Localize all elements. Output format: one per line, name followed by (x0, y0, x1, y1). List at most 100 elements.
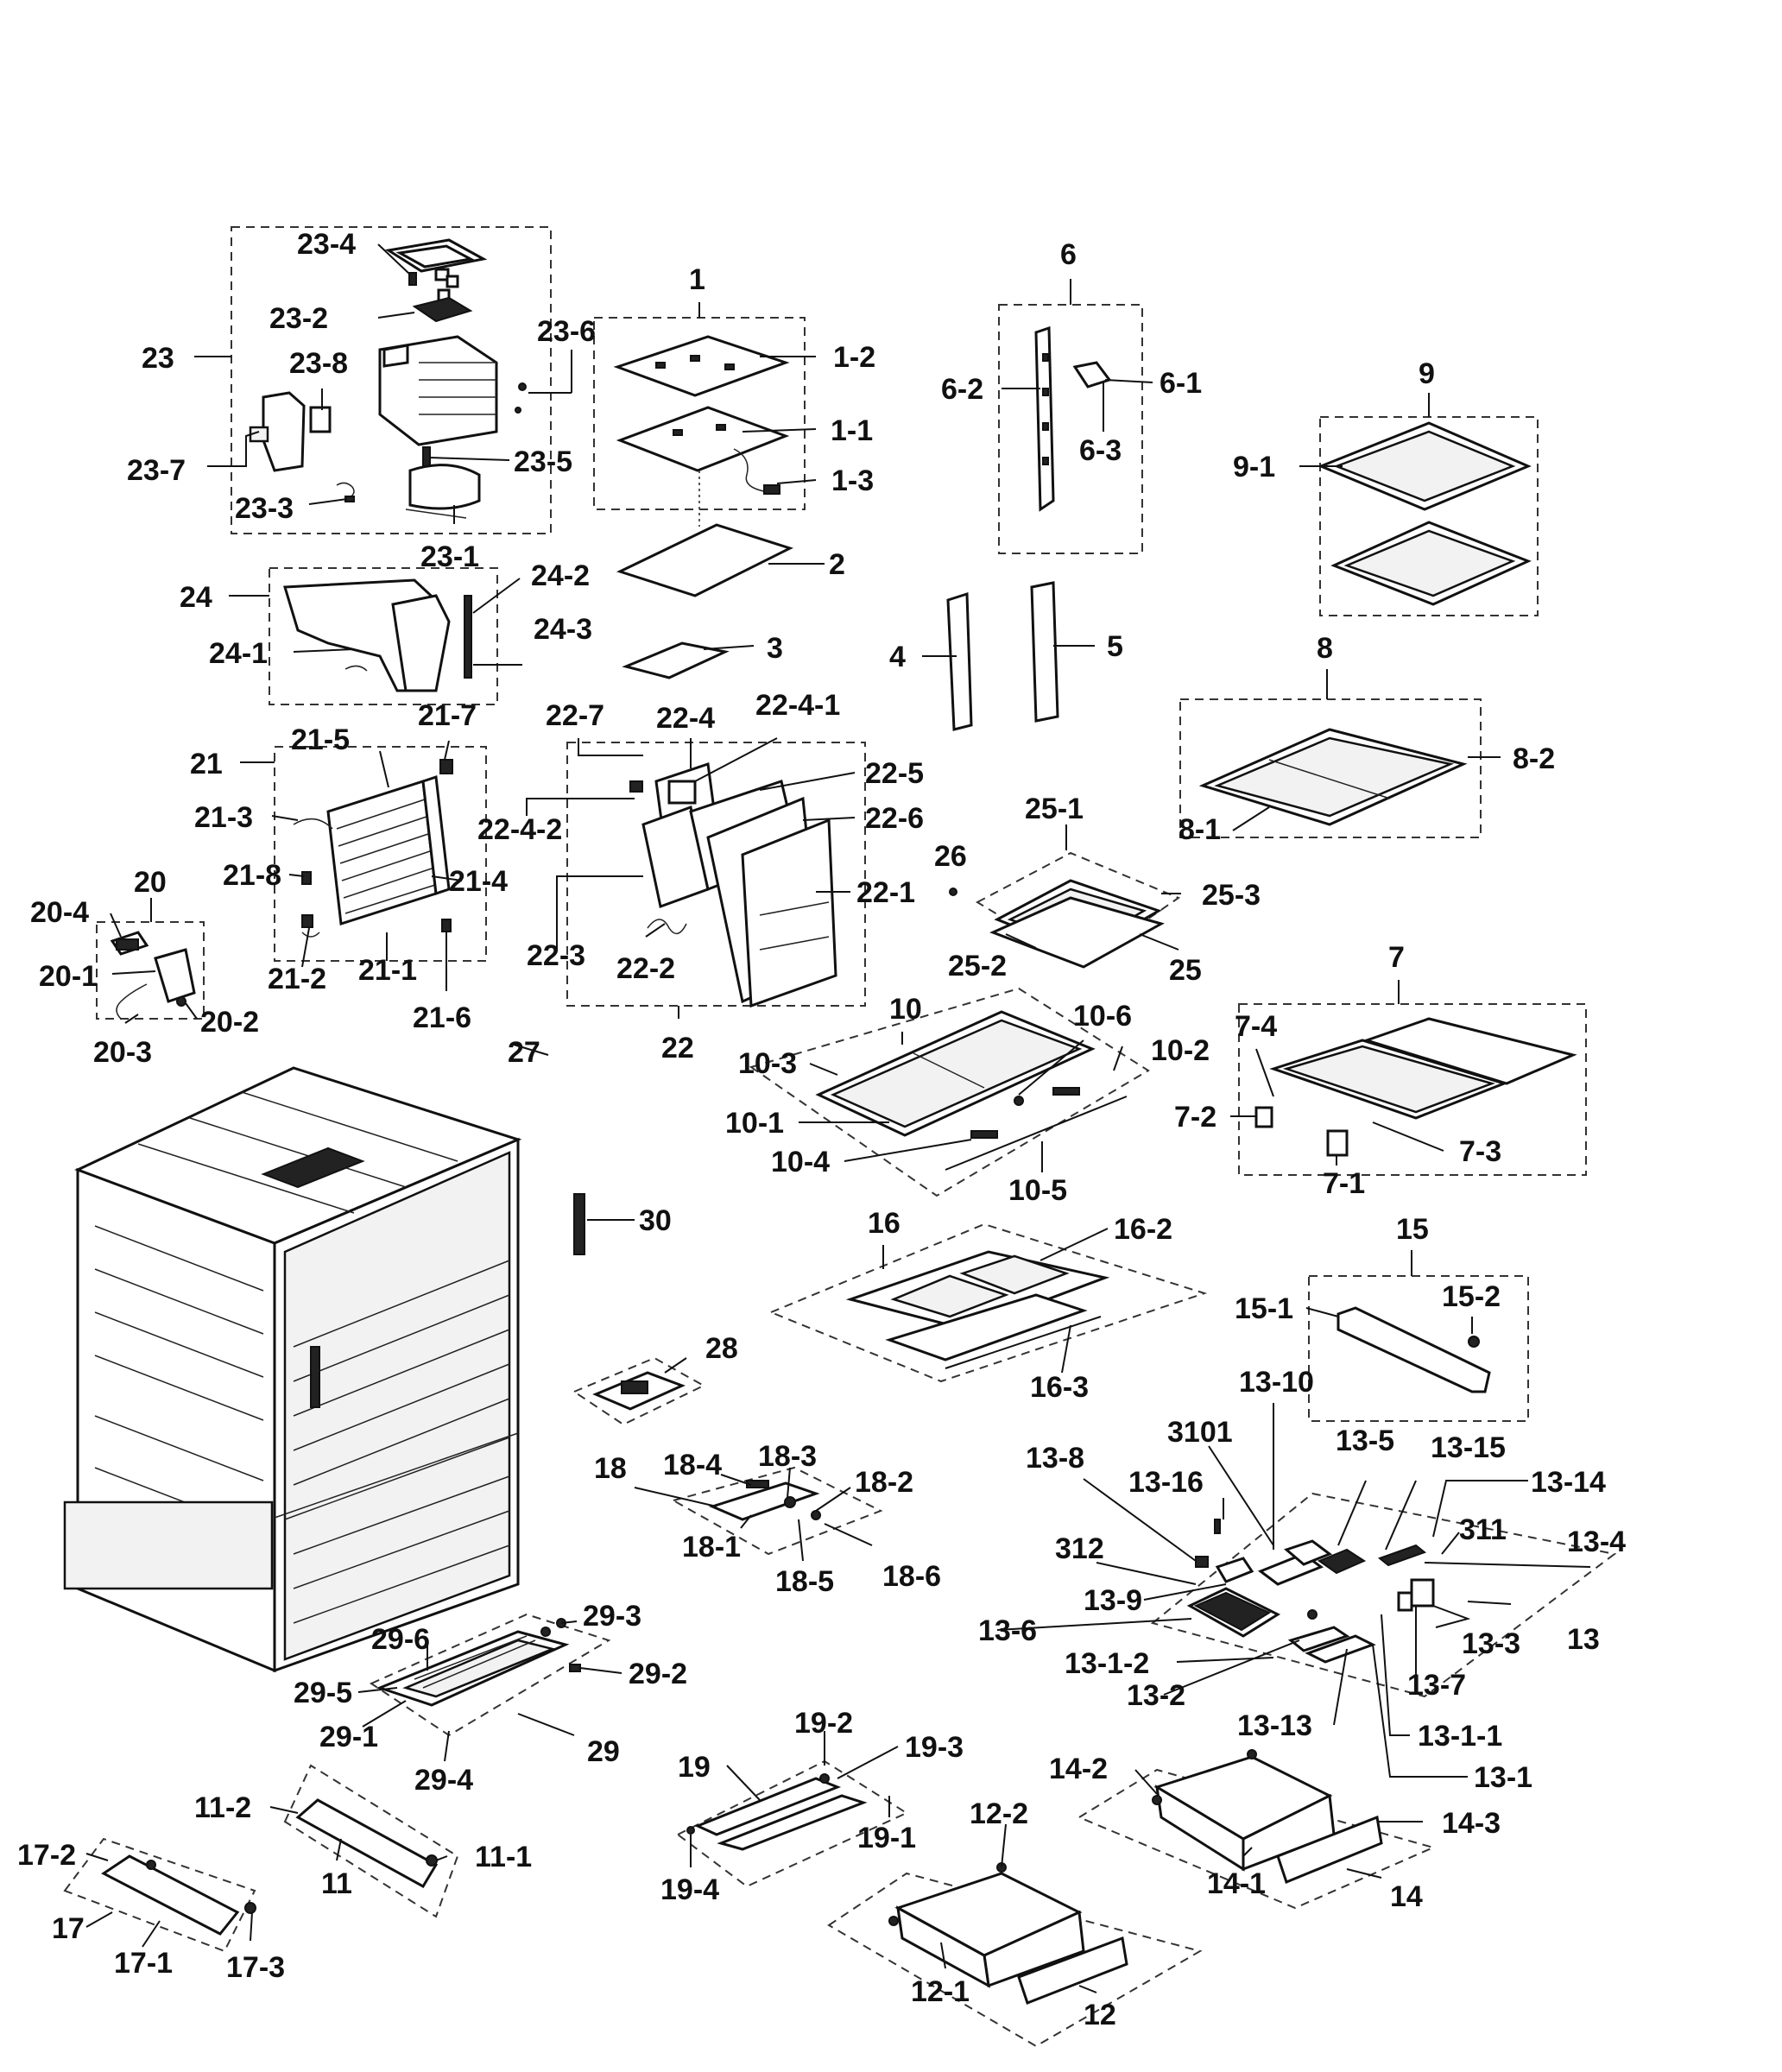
refrigerator-cabinet (63, 1066, 585, 1673)
group-11-box (283, 1764, 459, 1918)
drawer-12 (888, 1862, 1128, 2005)
label-21-1: 21-1 (358, 954, 417, 987)
label-22-3: 22-3 (527, 939, 585, 972)
label-8-2: 8-2 (1513, 742, 1555, 775)
group-24-box (269, 567, 498, 705)
group-7-box (1238, 1003, 1587, 1176)
label-15-2: 15-2 (1442, 1280, 1501, 1313)
label-22-4: 22-4 (656, 702, 715, 735)
label-13-15: 13-15 (1431, 1431, 1506, 1464)
label-1-3: 1-3 (831, 464, 874, 497)
label-11: 11 (321, 1867, 352, 1900)
group-23-box (231, 226, 552, 534)
label-10: 10 (889, 993, 922, 1026)
label-18-1: 18-1 (682, 1531, 741, 1563)
group-29-box (369, 1613, 611, 1737)
label-13-9: 13-9 (1084, 1584, 1142, 1617)
label-5: 5 (1107, 630, 1123, 663)
cover-17 (101, 1854, 256, 1936)
label-13-3: 13-3 (1462, 1627, 1520, 1660)
label-10-6: 10-6 (1073, 1000, 1132, 1033)
label-11-1: 11-1 (475, 1841, 532, 1873)
label-18: 18 (594, 1452, 627, 1485)
label-7-1: 7-1 (1323, 1167, 1365, 1200)
label-22-6: 22-6 (865, 802, 924, 835)
label-19-2: 19-2 (794, 1707, 853, 1740)
label-21-6: 21-6 (413, 1001, 471, 1034)
label-29: 29 (587, 1735, 620, 1768)
label-9: 9 (1419, 357, 1435, 390)
label-22-1: 22-1 (856, 876, 915, 909)
label-16-3: 16-3 (1030, 1371, 1089, 1404)
label-13-4: 13-4 (1567, 1526, 1626, 1558)
label-10-4: 10-4 (771, 1146, 830, 1178)
cover-16 (845, 1250, 1110, 1369)
label-17-1: 17-1 (114, 1947, 173, 1980)
label-20-3: 20-3 (93, 1036, 152, 1069)
bracket-6 (1034, 325, 1112, 512)
label-7-3: 7-3 (1459, 1135, 1501, 1168)
ice-maker-assembly (249, 238, 527, 519)
label-18-3: 18-3 (758, 1440, 817, 1473)
label-20-2: 20-2 (200, 1006, 259, 1039)
label-22-7: 22-7 (546, 699, 604, 732)
label-9-1: 9-1 (1233, 451, 1275, 483)
label-24-1: 24-1 (209, 637, 268, 670)
evaporator-21 (293, 759, 453, 938)
part-27 (513, 1044, 549, 1056)
label-10-1: 10-1 (725, 1107, 784, 1140)
label-23-4: 23-4 (297, 228, 356, 261)
label-21-8: 21-8 (223, 859, 281, 892)
label-15-1: 15-1 (1235, 1292, 1293, 1325)
label-3101: 3101 (1167, 1416, 1233, 1449)
label-29-5: 29-5 (294, 1677, 352, 1709)
control-assembly-13 (1186, 1519, 1435, 1664)
label-12-2: 12-2 (970, 1797, 1028, 1830)
label-24-3: 24-3 (534, 613, 592, 646)
label-13-14: 13-14 (1531, 1466, 1606, 1499)
group-15-box (1308, 1275, 1529, 1422)
label-15: 15 (1396, 1213, 1429, 1246)
label-29-3: 29-3 (583, 1600, 641, 1633)
label-3: 3 (767, 632, 783, 665)
damper-20 (110, 931, 196, 1020)
group-22-box (566, 742, 866, 1007)
group-12-box (827, 1872, 1203, 2048)
group-19-box (676, 1759, 909, 1888)
group-20-box (96, 921, 205, 1020)
group-25-box (975, 851, 1181, 967)
guide-4 (946, 591, 973, 731)
label-22-5: 22-5 (865, 757, 924, 790)
leader-lines (85, 243, 1591, 1993)
label-13-1-1: 13-1-1 (1418, 1720, 1502, 1753)
shelf-8 (1198, 728, 1468, 826)
label-11-2: 11-2 (194, 1791, 251, 1824)
callout-labels: 23-4 23-2 23 23-8 23-6 23-7 23-5 23-3 23… (17, 228, 1626, 2031)
group-17-box (63, 1837, 256, 1953)
dispenser-assembly-22 (629, 762, 837, 1008)
part-3 (622, 641, 730, 679)
label-7-4: 7-4 (1235, 1010, 1277, 1043)
label-30: 30 (639, 1204, 672, 1237)
label-14: 14 (1390, 1880, 1423, 1913)
label-1-1: 1-1 (831, 414, 873, 447)
group-6-box (998, 304, 1143, 554)
label-21-7: 21-7 (418, 699, 477, 732)
label-19-3: 19-3 (905, 1731, 964, 1764)
label-4: 4 (889, 641, 906, 673)
label-22: 22 (661, 1032, 694, 1064)
group-13-box (1150, 1492, 1617, 1698)
label-23-3: 23-3 (235, 492, 294, 525)
label-312: 312 (1055, 1532, 1104, 1565)
label-18-4: 18-4 (663, 1449, 722, 1481)
group-10-box (749, 987, 1150, 1197)
label-13-10: 13-10 (1239, 1366, 1314, 1399)
group-16-box (768, 1222, 1208, 1383)
label-23-1: 23-1 (420, 540, 479, 573)
label-19-4: 19-4 (660, 1873, 719, 1906)
label-21-5: 21-5 (291, 723, 350, 756)
label-23: 23 (142, 342, 174, 375)
label-26: 26 (934, 840, 967, 873)
label-17-3: 17-3 (226, 1951, 285, 1984)
label-1-2: 1-2 (833, 341, 875, 374)
